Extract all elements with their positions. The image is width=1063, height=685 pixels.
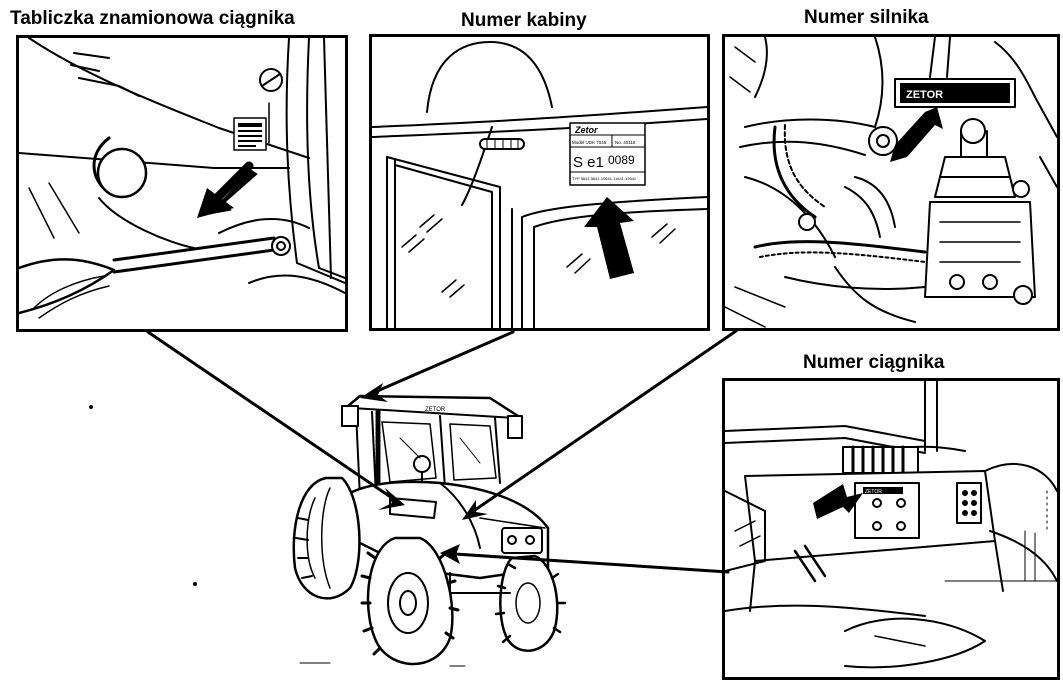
cab-label: Zetor Model UDK 7045 No. 40118 S e1 0089…	[569, 122, 646, 186]
cab-number-detail-panel: Zetor Model UDK 7045 No. 40118 S e1 0089…	[369, 34, 710, 331]
tractor-number-arrow	[813, 484, 863, 519]
nameplate-detail-panel	[16, 35, 348, 332]
cab-label-typ: TYP 5641.5641.10641.11641.12641	[572, 176, 637, 181]
cab-number-drawing: Zetor Model UDK 7045 No. 40118 S e1 0089…	[372, 41, 707, 328]
tractor-number-drawing: ZETOR	[725, 381, 1057, 669]
cab-label-line2: No. 40118	[615, 140, 636, 145]
cab-number-title: Numer kabiny	[461, 10, 587, 31]
cab-label-brand: Zetor	[574, 125, 598, 135]
cab-label-mark: S e1	[573, 154, 604, 171]
tractor-number-detail-panel: ZETOR	[722, 378, 1060, 680]
engine-number-drawing: ZETOR	[725, 37, 1057, 328]
engine-number-title: Numer silnika	[804, 7, 929, 28]
speck	[89, 405, 93, 409]
tractor-overview-drawing: ZETOR	[292, 394, 567, 667]
tractor-number-title: Numer ciągnika	[803, 352, 945, 373]
cab-label-code: 0089	[608, 153, 635, 167]
cab-label-line1: Model UDK 7045	[572, 140, 607, 145]
cab-roof-brand: ZETOR	[425, 407, 446, 413]
speck	[193, 582, 197, 586]
engine-number-detail-panel: ZETOR	[722, 34, 1060, 331]
engine-arrow	[890, 107, 943, 162]
nameplate-drawing	[19, 38, 345, 319]
frame-plate-brand: ZETOR	[865, 489, 882, 495]
engine-plate-brand: ZETOR	[906, 89, 943, 101]
nameplate-title: Tabliczka znamionowa ciągnika	[10, 8, 295, 29]
cab-arrow	[584, 197, 634, 279]
